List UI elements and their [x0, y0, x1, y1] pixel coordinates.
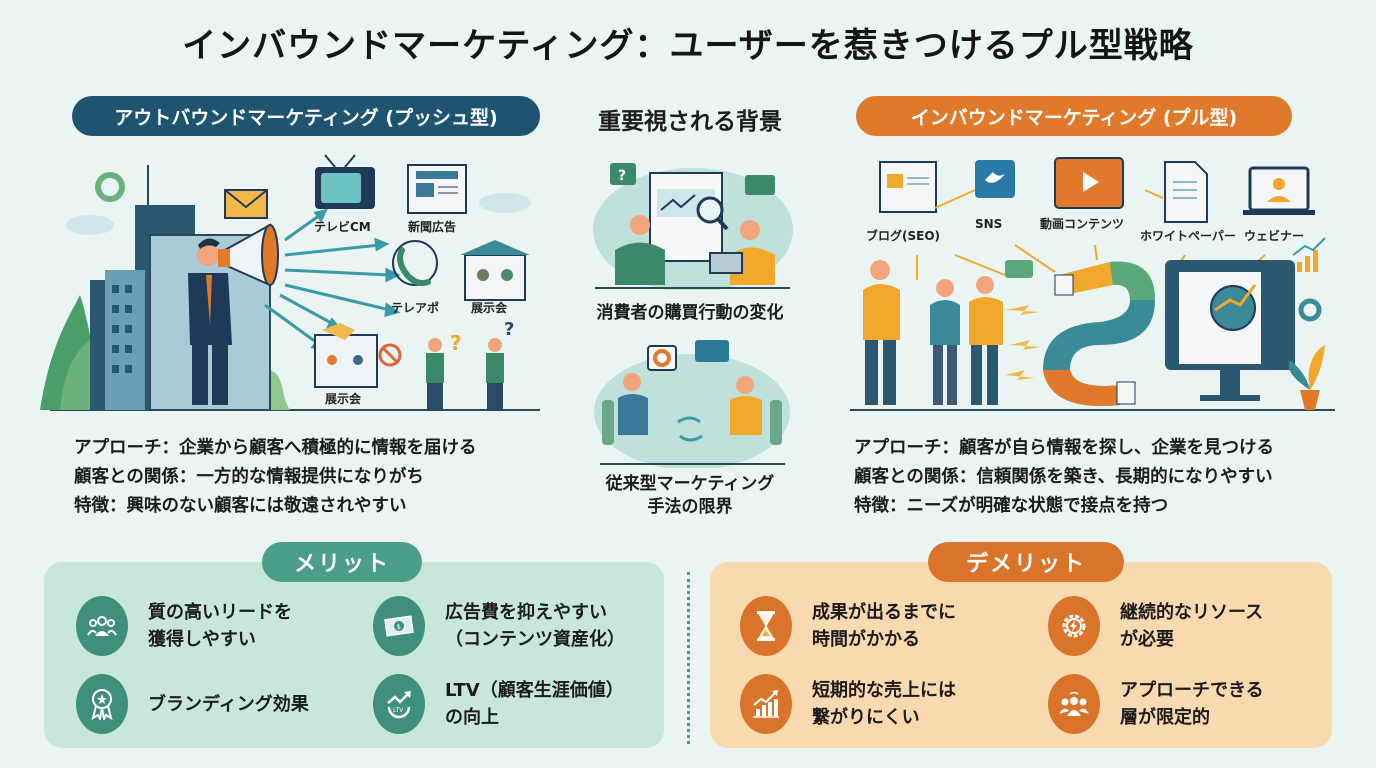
- message-bubble-icon: [695, 340, 729, 362]
- outbound-approach: アプローチ：企業から顧客へ積極的に情報を届ける: [74, 438, 477, 458]
- demerits-heading: デメリット: [928, 542, 1124, 582]
- whitepaper-icon: [1164, 161, 1208, 223]
- channel-label-whitepaper: ホワイトペーパー: [1140, 229, 1236, 243]
- channel-label-newspaper: 新聞広告: [408, 220, 457, 234]
- outbound-feature: 特徴：興味のない顧客には敬遠されやすい: [74, 496, 407, 516]
- merit-item: ブランディング効果: [76, 674, 309, 734]
- channel-label-webinar: ウェビナー: [1244, 229, 1305, 243]
- outbound-heading: アウトバウンドマーケティング (プッシュ型): [72, 96, 540, 136]
- growth-chart-icon: [1297, 250, 1318, 272]
- merit-line2: 獲得しやすい: [148, 629, 256, 650]
- bar-chart-icon: [740, 674, 792, 734]
- channel-label-blog: ブログ(SEO): [866, 229, 941, 243]
- outbound-heading-label: アウトバウンドマーケティング (プッシュ型): [114, 106, 498, 129]
- merit-line2: の向上: [445, 707, 499, 728]
- consumer-behavior-illustration: ?: [593, 163, 793, 290]
- outbound-illustration: ? ?: [40, 154, 540, 411]
- outbound-description: アプローチ：企業から顧客へ積極的に情報を届ける 顧客との関係：一方的な情報提供に…: [74, 434, 477, 521]
- caption-line-2: 手法の限界: [647, 497, 733, 517]
- inbound-illustration: [850, 157, 1335, 411]
- background-item-consumer-change: 消費者の購買行動の変化: [596, 303, 784, 323]
- person-head: [488, 338, 502, 352]
- page-title: インバウンドマーケティング：ユーザーを惹きつけるプル型戦略: [182, 26, 1194, 66]
- demerit-line2: が必要: [1120, 629, 1174, 650]
- merit-item: LTV LTV（顧客生涯価値） の向上: [373, 674, 624, 734]
- traditional-limit-illustration: [594, 340, 790, 468]
- booth-icon: [464, 254, 526, 301]
- inbound-approach: アプローチ：顧客が自ら情報を探し、企業を見つける: [854, 438, 1274, 458]
- merit-item: $ 広告費を抑えやすい （コンテンツ資産化）: [373, 596, 625, 656]
- merits-heading: メリット: [262, 542, 422, 582]
- demerit-line2: 時間がかかる: [812, 629, 920, 650]
- channel-label-tv: テレビCM: [314, 220, 371, 234]
- demerit-line2: 層が限定的: [1120, 707, 1210, 728]
- lightning-icon: [1005, 305, 1040, 380]
- gear-bolt-icon: [1048, 596, 1100, 656]
- inbound-heading: インバウンドマーケティング (プル型): [856, 96, 1292, 136]
- demerit-item: 短期的な売上には繋がりにくい: [740, 674, 956, 734]
- demerit-item: 成果が出るまでに時間がかかる: [740, 596, 956, 656]
- growth-arrow-icon: LTV: [373, 674, 425, 734]
- section-divider: [687, 572, 690, 744]
- merit-line1: ブランディング効果: [148, 693, 309, 715]
- demerit-item: 継続的なリソースが必要: [1048, 596, 1263, 656]
- background-item-traditional-limit: 従来型マーケティング 手法の限界: [560, 473, 820, 519]
- merits-panel: [44, 562, 664, 748]
- pie-chart-bubble-icon: [647, 345, 677, 371]
- caption-line-1: 従来型マーケティング: [605, 474, 775, 494]
- inbound-heading-label: インバウンドマーケティング (プル型): [910, 106, 1238, 129]
- plant-pot-icon: [1300, 390, 1320, 410]
- award-ribbon-icon: [76, 674, 128, 734]
- phone-icon: [392, 240, 438, 286]
- exhibition-icon: [314, 334, 378, 388]
- prohibited-icon: [378, 343, 402, 367]
- demerit-item: アプローチできる層が限定的: [1048, 674, 1264, 734]
- demerit-line1: 短期的な売上には: [812, 680, 956, 701]
- svg-text:?: ?: [504, 319, 514, 340]
- money-icon: $: [373, 596, 425, 656]
- demerit-line2: 繋がりにくい: [812, 707, 920, 728]
- building-icon: [105, 270, 145, 410]
- inbound-relationship: 顧客との関係：信頼関係を築き、長期的になりやすい: [854, 467, 1273, 487]
- svg-text:$: $: [397, 623, 401, 631]
- chat-bubble-icon: [1005, 260, 1033, 278]
- background-heading: 重要視される背景: [598, 109, 782, 135]
- question-bubble-icon: [610, 163, 636, 185]
- outbound-relationship: 顧客との関係：一方的な情報提供になりがち: [74, 467, 424, 487]
- demerit-line1: アプローチできる: [1120, 680, 1264, 701]
- merit-line2: （コンテンツ資産化）: [445, 629, 625, 650]
- merit-line1: LTV（顧客生涯価値）: [445, 680, 624, 701]
- people-icon: [76, 596, 128, 656]
- channel-label-sns: SNS: [975, 217, 1003, 231]
- exchange-arrows-icon: [677, 416, 701, 424]
- globe-icon: [1210, 285, 1256, 331]
- svg-text:?: ?: [450, 331, 462, 355]
- demerit-line1: 継続的なリソース: [1120, 602, 1264, 623]
- channel-label-video: 動画コンテンツ: [1040, 217, 1125, 231]
- inbound-description: アプローチ：顧客が自ら情報を探し、企業を見つける 顧客との関係：信頼関係を築き、…: [854, 434, 1274, 521]
- magnifier-icon: [696, 196, 724, 224]
- laptop-icon: [709, 252, 743, 274]
- inbound-feature: 特徴：ニーズが明確な状態で接点を持つ: [854, 496, 1169, 516]
- group-icon: [1048, 674, 1100, 734]
- merit-line1: 広告費を抑えやすい: [445, 602, 607, 623]
- channel-label-teleapo: テレアポ: [391, 301, 440, 315]
- channel-label-exhibition: 展示会: [471, 301, 508, 315]
- gear-icon: [95, 172, 125, 202]
- channel-label-exhibition-2: 展示会: [325, 392, 362, 406]
- hourglass-icon: [740, 596, 792, 656]
- cloud-icon: [66, 215, 114, 235]
- merit-line1: 質の高いリードを: [148, 602, 292, 623]
- demerits-panel: [710, 562, 1332, 748]
- magnet-icon: [1043, 261, 1155, 406]
- person-head: [197, 244, 219, 266]
- svg-text:?: ?: [618, 168, 626, 184]
- chat-bubble-icon: [745, 175, 775, 195]
- person-head: [428, 338, 442, 352]
- gear-icon: [1298, 298, 1322, 322]
- merit-item: 質の高いリードを獲得しやすい: [76, 596, 292, 656]
- svg-text:LTV: LTV: [393, 707, 404, 714]
- cloud-icon: [479, 193, 531, 213]
- demerit-line1: 成果が出るまでに: [812, 602, 956, 623]
